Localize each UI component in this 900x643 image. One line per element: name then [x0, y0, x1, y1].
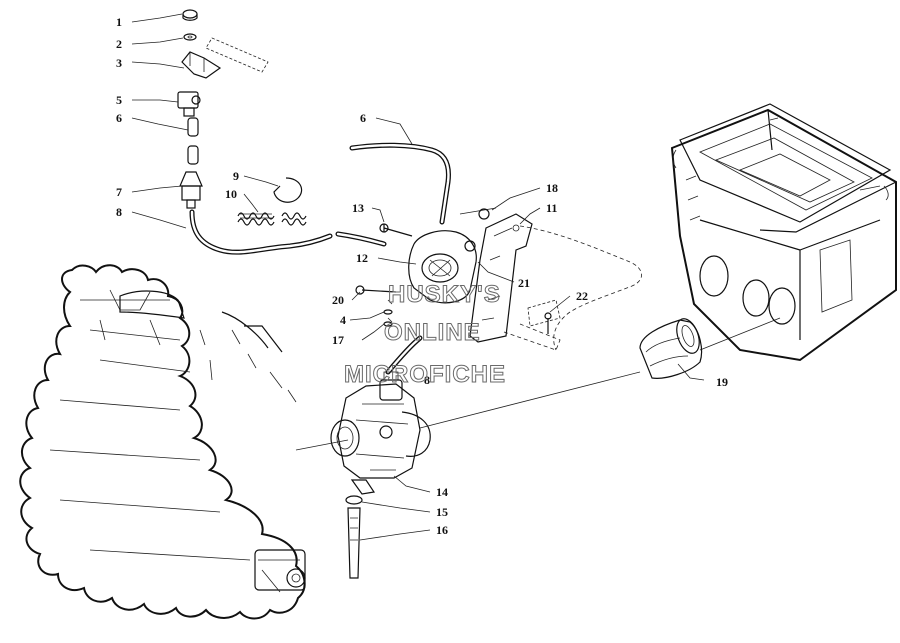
callout-13: 13 [352, 201, 364, 215]
carburetor [330, 371, 431, 495]
callout-labels: 1 2 3 5 6 7 8 9 10 6 13 18 11 12 21 20 4… [116, 15, 728, 537]
callout-19: 19 [716, 375, 728, 389]
callout-14: 14 [436, 485, 448, 499]
callout-1: 1 [116, 15, 122, 29]
callout-6-center: 6 [360, 111, 366, 125]
callout-2: 2 [116, 37, 122, 51]
callout-3: 3 [116, 56, 122, 70]
callout-9: 9 [233, 169, 239, 183]
callout-8-hose: 8 [116, 205, 122, 219]
leader-lines [131, 13, 705, 541]
callout-8-lower: 8 [424, 373, 430, 387]
clamp-and-springs [237, 177, 307, 226]
watermark: HUSKY'S ONLINE MICROFICHE [344, 281, 506, 389]
callout-20: 20 [332, 293, 344, 307]
watermark-line-1: HUSKY'S [388, 281, 501, 308]
callout-11: 11 [546, 201, 557, 215]
callout-4: 4 [340, 313, 346, 327]
callout-22: 22 [576, 289, 588, 303]
watermark-line-2: ONLINE [384, 319, 481, 346]
callout-16: 16 [436, 523, 448, 537]
vent-hose [349, 142, 451, 225]
assembly-axis [295, 317, 781, 451]
callout-5: 5 [116, 93, 122, 107]
fuel-valve-stack [177, 9, 387, 255]
engine-block [19, 264, 306, 620]
frame-outline [503, 225, 642, 351]
intake-boot [639, 318, 703, 379]
callout-7: 7 [116, 185, 122, 199]
callout-6-upper-left: 6 [116, 111, 122, 125]
callout-15: 15 [436, 505, 448, 519]
callout-18: 18 [546, 181, 558, 195]
callout-10: 10 [225, 187, 237, 201]
watermark-line-3: MICROFICHE [344, 361, 506, 388]
airbox [670, 103, 897, 362]
callout-21: 21 [518, 276, 530, 290]
oil-pump-bracket-assembly [355, 207, 552, 375]
callout-12: 12 [356, 251, 368, 265]
jet-parts [345, 495, 363, 579]
callout-17: 17 [332, 333, 344, 347]
